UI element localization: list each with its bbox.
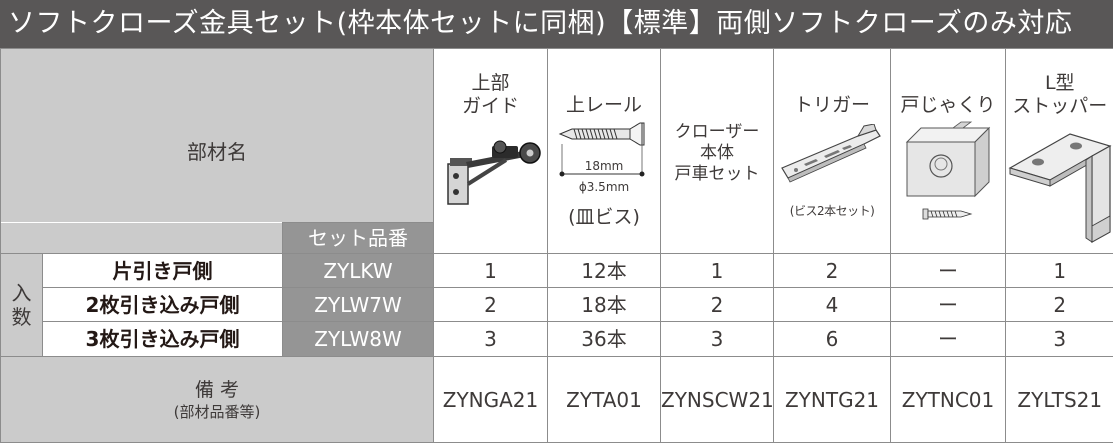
table-row: 3枚引き込み戸側 ZYLW8W 3 36本 3 6 ー 3 <box>1 321 1113 357</box>
column-label: 戸じゃくり <box>900 93 996 116</box>
column-header-door-recess: 戸じゃくり <box>890 48 1007 254</box>
l-stopper-icon <box>1008 132 1112 243</box>
quantity-cell: 3 <box>660 321 775 357</box>
column-header-content: L型 ストッパー <box>1007 50 1113 253</box>
column-label: トリガー <box>794 93 871 116</box>
quantity-cell: 18本 <box>547 287 662 322</box>
quantity-cell: 12本 <box>547 253 662 288</box>
set-code: ZYLW7W <box>281 287 435 322</box>
quantity-cell: 1 <box>660 253 775 288</box>
screw-length-label: 18mm <box>584 158 624 173</box>
header-row: 部材名 上部 ガイド <box>0 48 1113 254</box>
remarks-sublabel: (部材品番等) <box>173 402 261 421</box>
quantity-cell: 1 <box>1005 253 1113 288</box>
quantity-label-line: 入 <box>11 281 32 305</box>
quantity-cell: 2 <box>773 253 892 288</box>
column-header-content: 戸じゃくり <box>892 50 1005 253</box>
screw-diameter-label: ϕ3.5mm <box>578 179 630 194</box>
column-header-content: クローザー 本体 戸車セット <box>662 50 773 253</box>
trigger-screw-note: (ビス2本セット) <box>789 203 875 218</box>
set-code-header: セット品番 <box>281 222 435 254</box>
column-label-line: 戸車セット <box>674 163 760 184</box>
column-header-upper-guide: 上部 ガイド <box>433 48 549 254</box>
quantity-cell: ー <box>890 321 1007 357</box>
column-header-content: 上部 ガイド <box>435 50 547 253</box>
column-header-trigger: トリガー (ビス2本セット) <box>773 48 892 254</box>
column-header-content: トリガー (ビス2本セット) <box>775 50 890 253</box>
part-code-cell: ZYTA01 <box>547 356 662 443</box>
column-label: クローザー 本体 戸車セット <box>662 121 773 185</box>
quantity-cell: 2 <box>433 287 549 322</box>
part-name-header-cell: 部材名 <box>0 48 435 223</box>
column-label-line: 本体 <box>700 142 735 163</box>
part-name-spacer <box>0 222 283 254</box>
quantity-cell: 6 <box>773 321 892 357</box>
header-subrow: セット品番 <box>0 222 1113 254</box>
part-code-cell: ZYNSCW21 <box>660 356 775 443</box>
quantity-cell: 4 <box>773 287 892 322</box>
row-name: 2枚引き込み戸側 <box>42 287 283 322</box>
screw-icon <box>922 208 973 219</box>
column-label: 上レール <box>566 93 643 116</box>
quantity-cell: ー <box>890 287 1007 322</box>
part-code-cell: ZYLTS21 <box>1005 356 1113 443</box>
column-label-line: L型 <box>1044 71 1075 94</box>
parts-table: 部材名 上部 ガイド <box>0 48 1113 443</box>
column-label-line: ガイド <box>462 94 520 117</box>
row-name: 片引き戸側 <box>42 253 283 288</box>
column-label: L型 ストッパー <box>1007 71 1113 118</box>
part-code-cell: ZYNGA21 <box>433 356 549 443</box>
table-row: 入 数 片引き戸側 ZYLKW 1 12本 1 2 ー 1 <box>0 253 1113 357</box>
column-label-line: ストッパー <box>1012 94 1108 117</box>
table-row: 2枚引き込み戸側 ZYLW7W 2 18本 2 4 ー 2 <box>1 287 1113 322</box>
part-name-label: 部材名 <box>187 139 247 164</box>
screw-type-note: (皿ビス) <box>568 205 640 228</box>
column-header-content: 上レール <box>549 50 660 253</box>
trigger-plate-icon <box>781 123 881 183</box>
door-recess-block-icon <box>905 121 991 197</box>
part-code-cell: ZYNTG21 <box>773 356 892 443</box>
flat-head-screw-icon <box>558 122 645 145</box>
upper-guide-icon <box>447 140 541 205</box>
column-header-closer-unit: クローザー 本体 戸車セット <box>660 48 775 254</box>
column-header-l-stopper: L型 ストッパー <box>1005 48 1113 254</box>
part-name-box: 部材名 <box>2 50 433 222</box>
set-code-header-label: セット品番 <box>308 226 408 250</box>
quantity-cell: ー <box>890 253 1007 288</box>
set-code: ZYLW8W <box>281 321 435 357</box>
page-title: ソフトクローズ金具セット(枠本体セットに同梱)【標準】両側ソフトクローズのみ対応 <box>8 8 1073 39</box>
quantity-label-cell: 入 数 <box>0 253 43 357</box>
remarks-label-cell: 備 考 (部材品番等) <box>0 356 435 443</box>
dimension-line-icon <box>559 143 645 176</box>
quantity-cell: 3 <box>433 321 549 357</box>
set-code: ZYLKW <box>281 253 435 288</box>
quantity-cell: 2 <box>1005 287 1113 322</box>
quantity-label-line: 数 <box>11 305 32 329</box>
title-bar: ソフトクローズ金具セット(枠本体セットに同梱)【標準】両側ソフトクローズのみ対応 <box>0 0 1113 48</box>
column-label-line: クローザー <box>674 121 760 142</box>
column-header-upper-rail: 上レール <box>547 48 662 254</box>
column-label-line: 上部 <box>471 71 510 94</box>
row-name: 3枚引き込み戸側 <box>42 321 283 357</box>
quantity-cell: 2 <box>660 287 775 322</box>
quantity-cell: 1 <box>433 253 549 288</box>
quantity-cell: 3 <box>1005 321 1113 357</box>
quantity-cell: 36本 <box>547 321 662 357</box>
remarks-row: 備 考 (部材品番等) ZYNGA21 ZYTA01 ZYNSCW21 ZYNT… <box>0 356 1113 443</box>
part-code-cell: ZYTNC01 <box>890 356 1007 443</box>
column-label: 上部 ガイド <box>435 71 547 118</box>
remarks-label: 備 考 <box>194 378 240 401</box>
